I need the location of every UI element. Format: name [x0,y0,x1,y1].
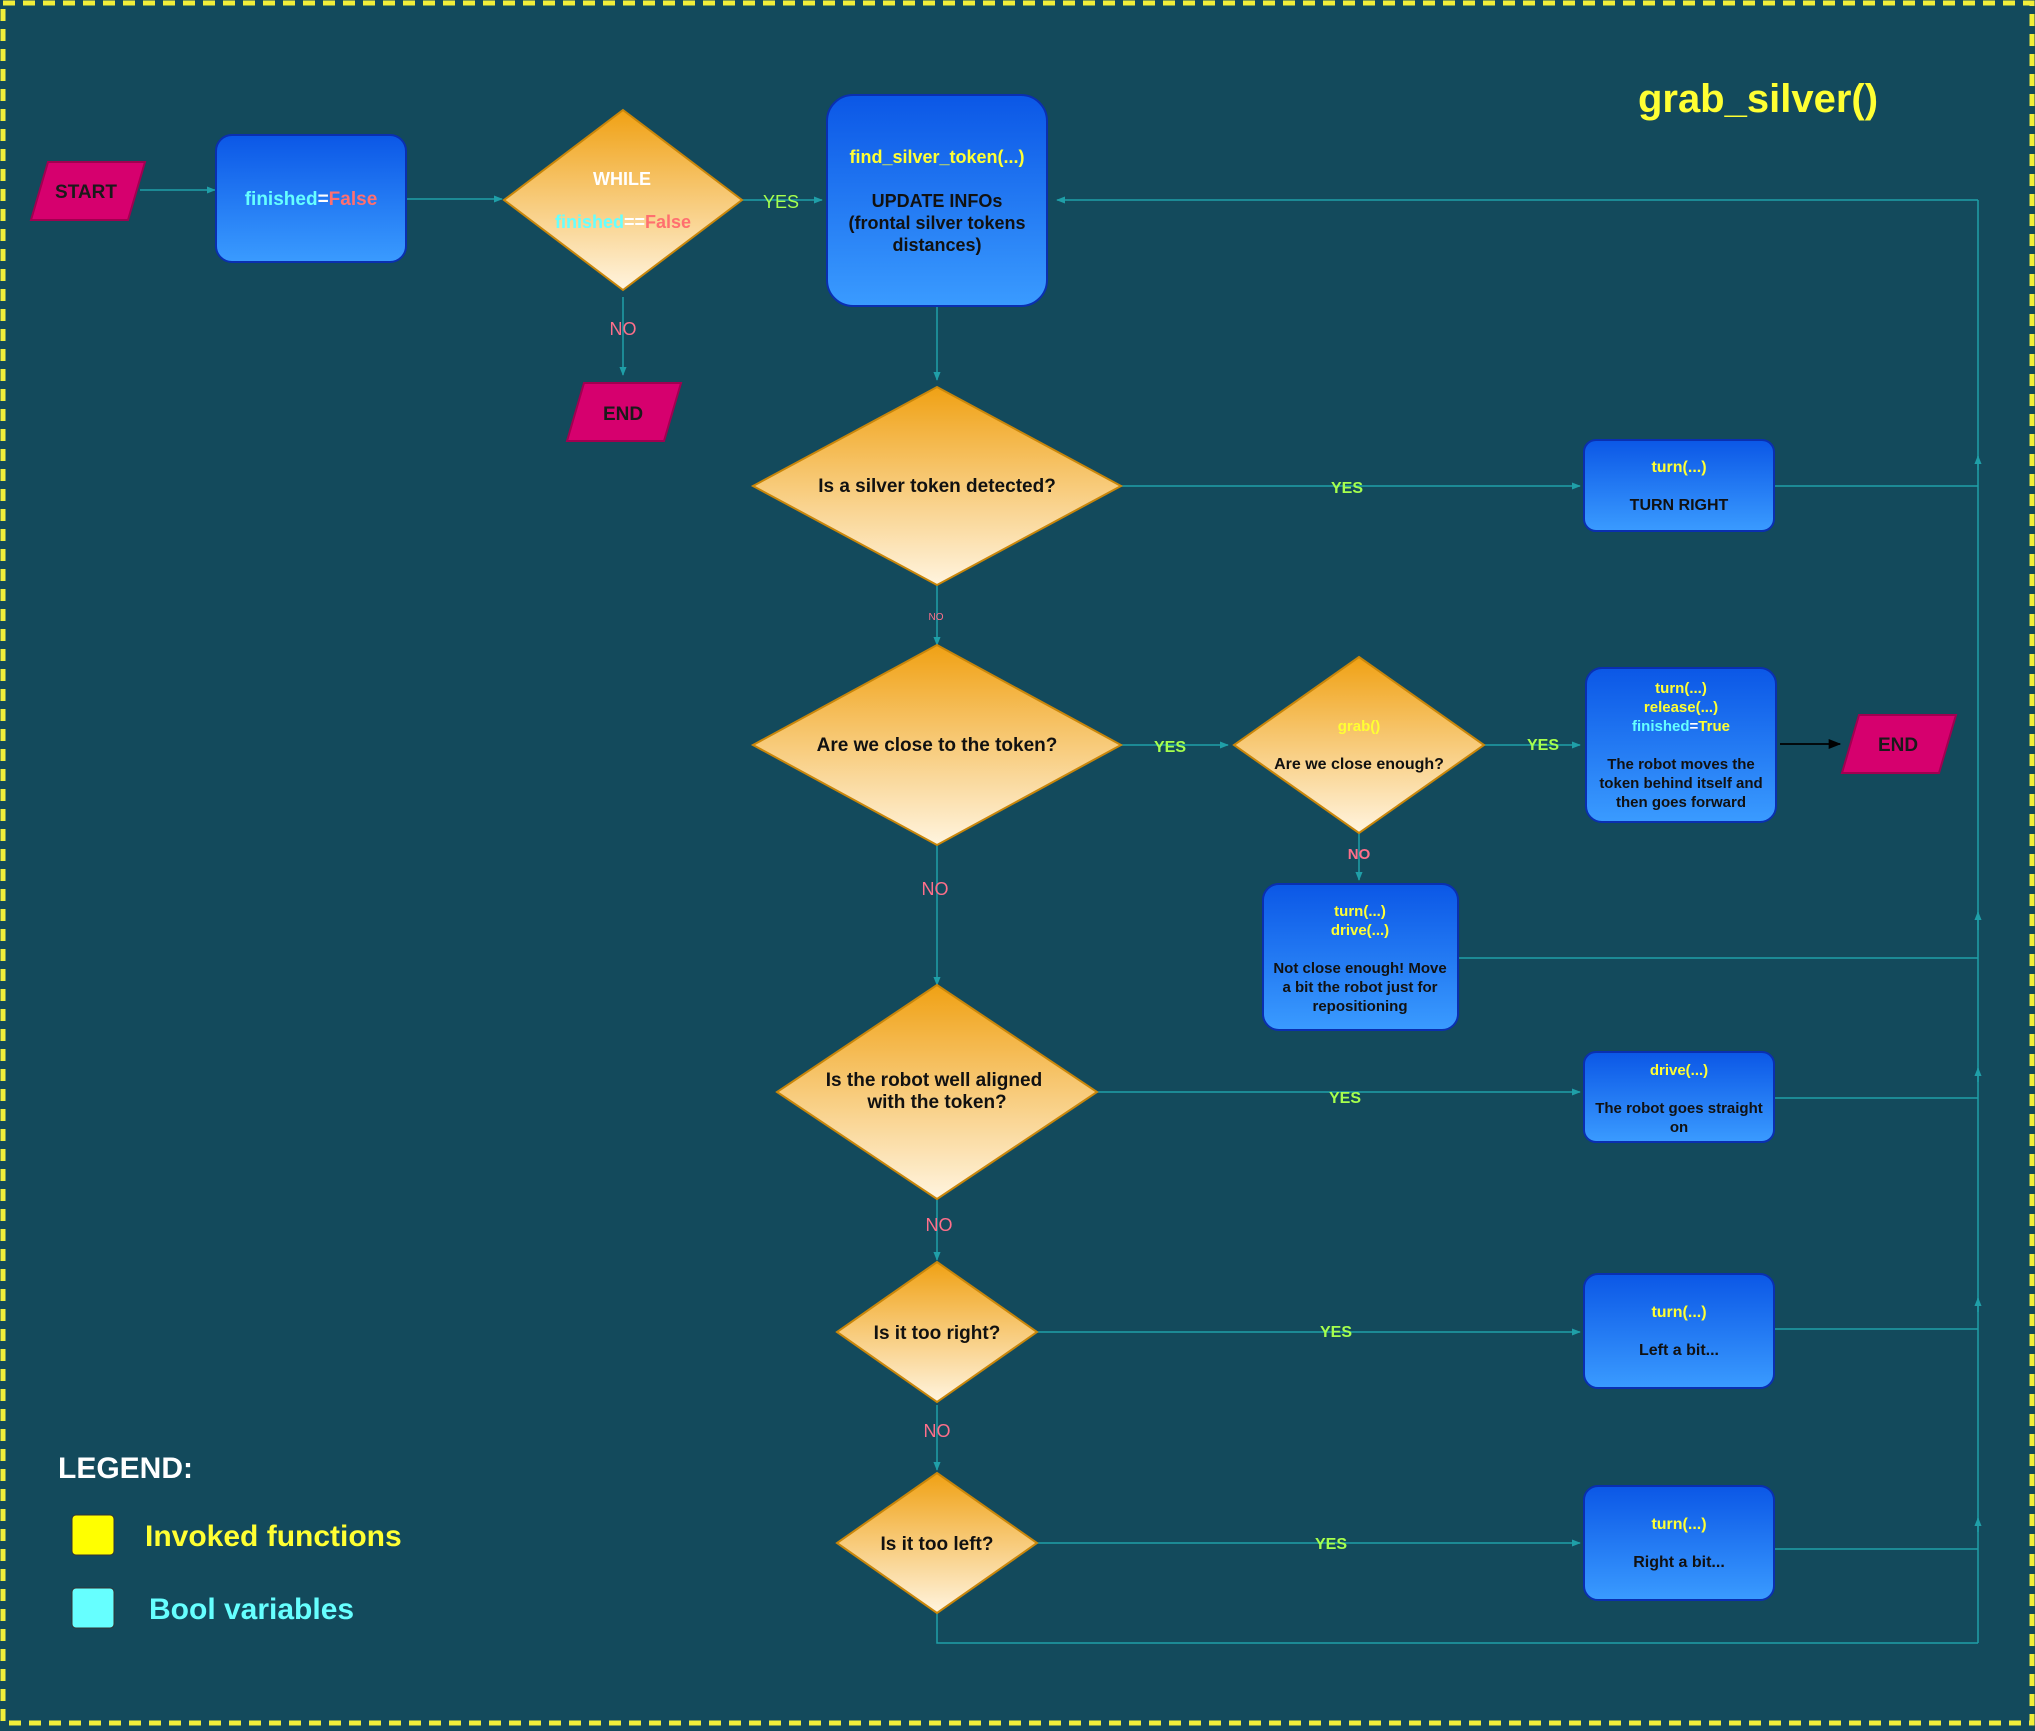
svg-text:YES: YES [1154,739,1186,756]
end-label-release: END [1878,735,1918,756]
find-line2: (frontal silver tokens [848,213,1025,233]
svg-text:drive(...): drive(...) [1331,922,1389,939]
svg-text:NO: NO [922,879,949,899]
end-terminal-release: END [1840,714,1958,774]
svg-text:turn(...): turn(...) [1651,1516,1706,1533]
close-enough-decision: grab() Are we close enough? [1232,655,1486,835]
svg-text:grab(): grab() [1338,718,1381,735]
end-label-while: END [603,404,643,425]
release-func2: release(...) [1644,699,1718,716]
drive-box: drive(...) The robot goes straight on [1583,1051,1775,1143]
turn-right-func: turn(...) [1651,459,1706,476]
svg-text:repositioning: repositioning [1313,998,1408,1015]
while-decision: WHILE finished==False [502,108,744,292]
right-bit-box: turn(...) Right a bit... [1583,1485,1775,1601]
svg-text:finished=True: finished=True [1632,718,1730,735]
svg-text:turn(...): turn(...) [1651,1304,1706,1321]
init-val: False [329,189,378,210]
while-yes-label: YES [763,192,799,212]
find-silver-token-box: find_silver_token(...) UPDATE INFOs (fro… [826,94,1048,307]
svg-text:NO: NO [929,612,944,623]
svg-text:Is it too right?: Is it too right? [874,1323,1001,1344]
svg-text:Is it too left?: Is it too left? [881,1534,994,1555]
reposition-box: turn(...) drive(...) Not close enough! M… [1262,883,1459,1031]
release-func1: turn(...) [1655,680,1707,697]
svg-text:finished==False: finished==False [555,212,691,232]
svg-text:drive(...): drive(...) [1650,1062,1708,1079]
svg-text:Are we close enough?: Are we close enough? [1274,756,1444,773]
svg-text:with the token?: with the token? [866,1092,1006,1113]
svg-text:NO: NO [926,1215,953,1235]
init-box: finished=False [215,134,407,263]
too-right-decision: Is it too right? [835,1260,1039,1404]
svg-text:Is the robot well aligned: Is the robot well aligned [826,1070,1042,1091]
detected-decision: Is a silver token detected? [750,385,1124,587]
turn-right-text: TURN RIGHT [1630,497,1729,514]
while-no-label: NO [610,319,637,339]
start-label: START [55,182,117,203]
find-line1: UPDATE INFOs [872,191,1003,211]
svg-text:Is a silver token detected?: Is a silver token detected? [818,476,1056,497]
svg-text:Right a bit...: Right a bit... [1633,1554,1725,1571]
aligned-decision: Is the robot well aligned with the token… [775,983,1099,1201]
diagram-title: grab_silver() [1638,77,1878,121]
svg-text:YES: YES [1315,1536,1347,1553]
svg-text:NO: NO [924,1421,951,1441]
turn-right-box: turn(...) TURN RIGHT [1583,439,1775,532]
legend-swatch-bools [71,1587,115,1629]
svg-text:turn(...): turn(...) [1334,903,1386,920]
legend: LEGEND: Invoked functions Bool variables [58,1452,402,1629]
find-line3: distances) [892,235,981,255]
svg-text:YES: YES [1527,737,1559,754]
release-box: turn(...) release(...) finished=True The… [1585,667,1777,823]
svg-text:a bit the robot just for: a bit the robot just for [1283,979,1438,996]
too-left-decision: Is it too left? [835,1471,1039,1615]
svg-text:The robot moves the: The robot moves the [1607,756,1755,773]
legend-functions-label: Invoked functions [145,1520,402,1553]
start-terminal: START [29,161,147,221]
find-func-label: find_silver_token(...) [849,147,1024,167]
svg-text:YES: YES [1331,480,1363,497]
legend-title: LEGEND: [58,1452,193,1485]
svg-text:YES: YES [1329,1090,1361,1107]
svg-text:WHILE: WHILE [593,169,651,189]
left-bit-box: turn(...) Left a bit... [1583,1273,1775,1389]
svg-text:NO: NO [1348,846,1371,863]
legend-swatch-functions [71,1514,115,1556]
svg-text:finished=False: finished=False [245,189,378,210]
edge-tooleft-return [936,1612,1978,1644]
svg-text:Not close enough! Move: Not close enough! Move [1273,960,1446,977]
svg-text:on: on [1670,1119,1688,1136]
svg-text:Left a bit...: Left a bit... [1639,1342,1719,1359]
svg-text:then goes forward: then goes forward [1616,794,1746,811]
connectors [140,186,1982,1644]
svg-text:YES: YES [1320,1324,1352,1341]
close-decision: Are we close to the token? [750,643,1124,847]
end-terminal-while: END [565,382,683,442]
svg-text:token behind itself and: token behind itself and [1599,775,1762,792]
svg-text:Are we close to the token?: Are we close to the token? [817,735,1058,756]
svg-text:The robot goes straight: The robot goes straight [1595,1100,1763,1117]
legend-bools-label: Bool variables [149,1593,354,1626]
edge-labels: YES NO YES NO YES YES NO NO YES NO YES N… [610,192,1560,1553]
init-var: finished [245,189,318,210]
